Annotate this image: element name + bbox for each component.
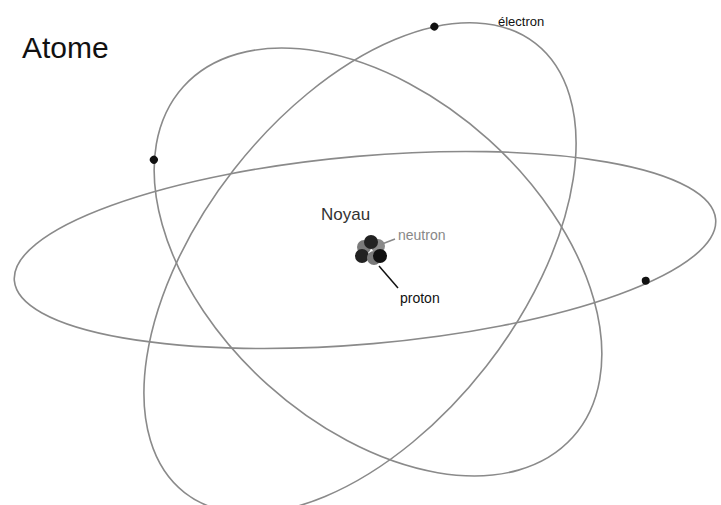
leader-line xyxy=(382,239,395,244)
electron-dot xyxy=(641,276,650,285)
orbit xyxy=(6,126,721,375)
part-label: Noyau xyxy=(321,206,370,225)
leader-line xyxy=(379,266,398,288)
electron-dot xyxy=(148,154,159,165)
orbit xyxy=(73,0,683,505)
diagram-title: Atome xyxy=(22,31,109,64)
part-label: électron xyxy=(498,15,544,29)
electron-dot xyxy=(429,21,440,32)
part-label: neutron xyxy=(398,228,445,243)
part-label: proton xyxy=(400,291,440,306)
nucleus xyxy=(355,235,387,265)
orbit xyxy=(58,0,661,505)
